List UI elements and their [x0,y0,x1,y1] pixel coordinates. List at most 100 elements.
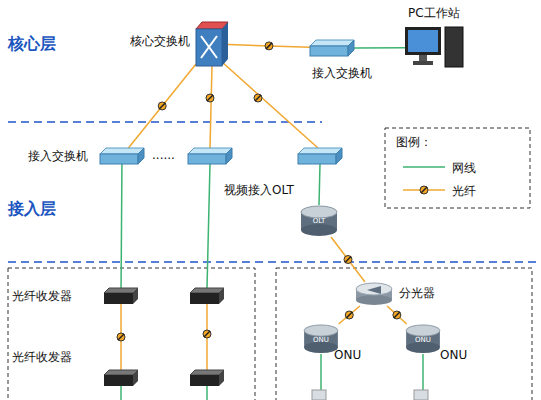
legend-net-sample [403,166,445,168]
fiber-symbol-ring [254,94,262,102]
fiber-symbol-ring [345,311,353,319]
core-front [196,29,222,66]
core-switch: 核心交换机 [196,22,228,66]
switch-top [188,148,232,154]
fiber-symbol-ring [420,186,428,194]
transceiver-top [190,288,224,293]
transceiver-side [219,288,224,304]
fiber-symbol [203,330,211,338]
splitter-top [356,283,392,295]
fiber-symbol-mark [346,312,352,318]
layer-divider [8,261,541,263]
olt-device: 视频接入OLTOLT [300,205,338,237]
access-switch: 接入交换机 [310,40,354,56]
switch-front [100,154,138,164]
switch-top [310,40,354,46]
fiber-symbol-ring [265,42,273,50]
icon-text: ONU [303,336,339,344]
legend-title: 图例： [396,134,432,151]
fiber-symbol-mark [207,95,213,101]
core-arrow [201,36,217,58]
fiber-symbol [158,102,166,110]
pc-base [413,61,433,65]
switch-side [138,148,144,164]
pc-workstation: PC工作站 [405,25,465,70]
node-label: ONU [440,348,467,362]
network-cable [121,164,123,288]
fiber-symbol-ring [158,102,166,110]
pc-tower [445,27,463,67]
onu-device: ONUONU [404,324,442,354]
fiber-symbol-mark [266,43,272,49]
connector-line [339,306,360,324]
legend-label: 光纤 [452,183,476,200]
fiber-symbol [206,94,214,102]
connector-line [387,306,407,324]
legend-label: 网线 [452,160,476,177]
fiber-symbol-ring [344,256,352,264]
node-label: 接入交换机 [312,66,372,80]
transceiver-front [104,375,133,386]
group-box [276,268,532,400]
fiber-symbol [254,94,262,102]
transceiver-front [190,293,219,304]
core-arrow [201,36,217,58]
transceiver-top [104,288,138,293]
fiber-symbol-mark [421,187,427,193]
icon-text: OLT [301,217,337,225]
transceiver-icon [190,370,224,386]
layer-label: 接入层 [8,199,56,220]
splitter-bottom [356,295,392,305]
fiber-symbol-mark [255,95,261,101]
cylinder-bottom [301,224,337,236]
network-cable [354,47,405,48]
splitter-mark [367,286,381,294]
pc-stand [419,55,427,61]
legend-box [385,128,530,208]
connector-line [354,47,405,49]
access-switch: 接入交换机 [100,148,144,164]
core-side [222,22,228,66]
transceiver-side [133,288,138,304]
fiber-symbol-mark [204,331,210,337]
switch-front [310,46,348,56]
layer-divider [8,121,322,123]
switch-front [298,154,336,164]
switch-icon [100,148,144,164]
network-wire [207,164,210,288]
fiber-wire [222,62,318,148]
group-box [8,268,255,400]
connector-line [120,164,122,288]
fiber-symbol-ring [393,311,401,319]
transceiver-side [133,370,138,386]
fiber-symbol [345,311,353,319]
fiber-cable [117,304,125,370]
switch-side [336,148,342,164]
icon-text: ONU [405,336,441,344]
switch-icon [298,148,342,164]
fiber-symbol [420,186,428,194]
cylinder-top [301,206,337,218]
terminal-device [414,390,428,400]
cylinder-top [406,325,440,336]
pc-monitor [405,27,441,55]
fiber-symbol-mark [118,334,124,340]
transceiver-icon [190,288,224,304]
pc-icon [405,25,465,70]
network-wire [120,386,122,400]
switch-icon [188,148,232,164]
node-label: 核心交换机 [104,34,190,48]
transceiver-icon [104,370,138,386]
fiber-symbol-ring [203,330,211,338]
fiber-cable [331,237,365,282]
node-label: 光纤收发器 [12,350,72,364]
node-label: 接入交换机 [28,149,88,163]
fiber-symbol-mark [394,312,400,318]
switch-side [348,40,354,56]
fiber-symbol [117,333,125,341]
fiber-cable [228,42,310,50]
layer-label: 核心层 [8,34,56,55]
fiber-symbol [265,42,273,50]
fiber-symbol-ring [206,94,214,102]
pc-screen [408,30,438,52]
